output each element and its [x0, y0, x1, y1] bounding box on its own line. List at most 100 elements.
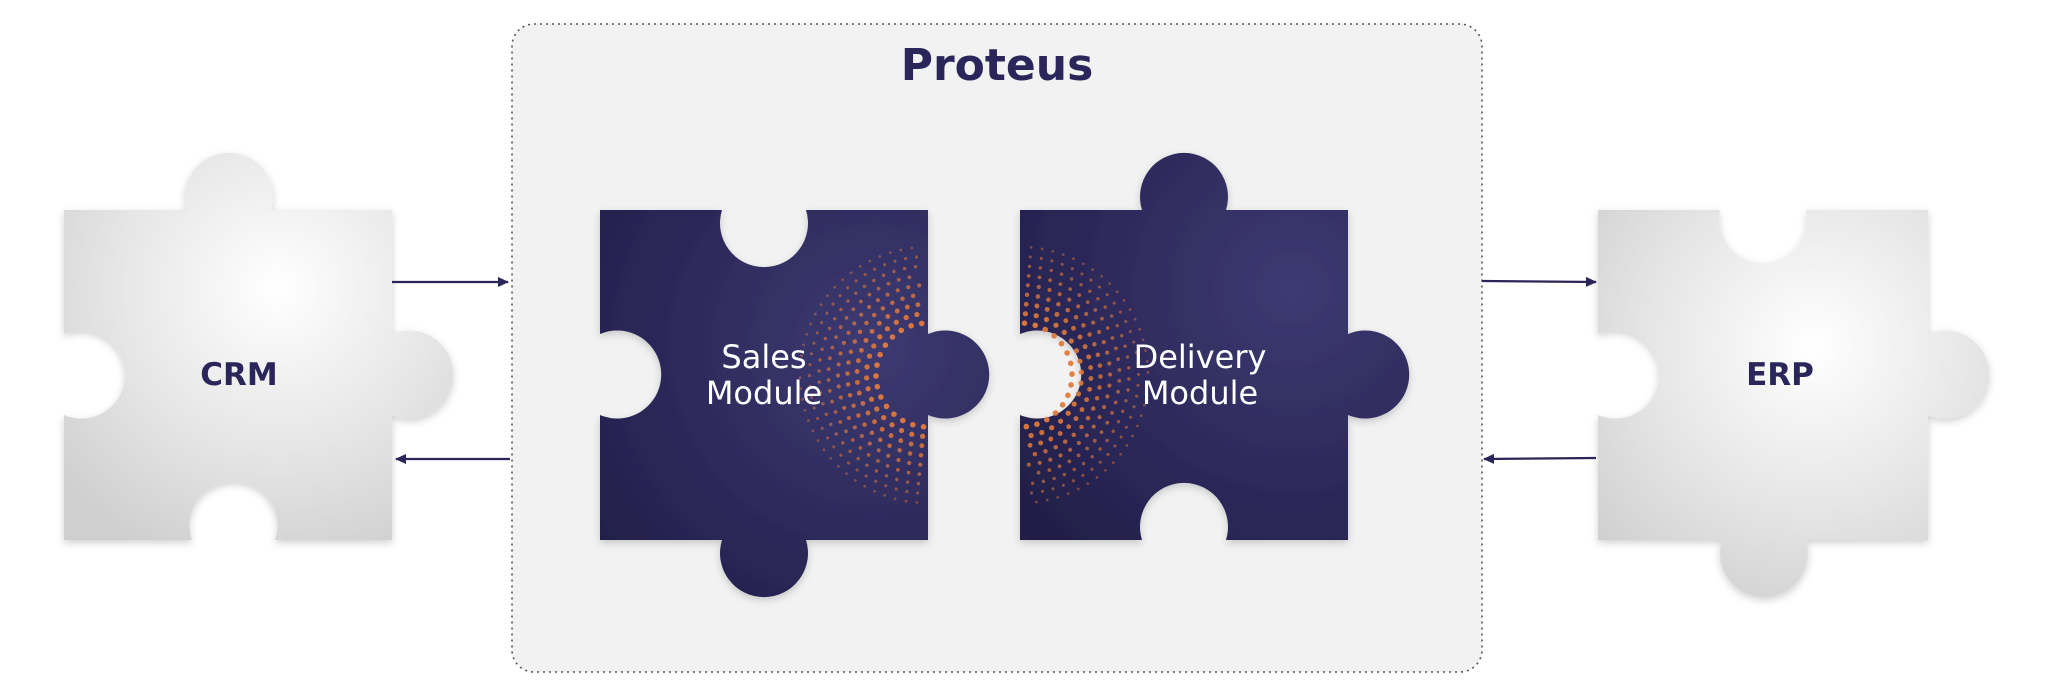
decorative-dot — [882, 342, 889, 349]
decorative-dot — [1056, 301, 1061, 307]
decorative-dot — [1136, 372, 1141, 376]
decorative-dot — [839, 453, 843, 457]
decorative-dot — [1092, 438, 1097, 443]
decorative-dot — [884, 474, 889, 478]
decorative-dot — [823, 336, 828, 341]
decorative-dot — [1065, 307, 1070, 313]
decorative-dot — [893, 497, 897, 501]
decorative-dot — [800, 354, 803, 357]
decorative-dot — [1110, 411, 1114, 415]
decorative-dot — [855, 358, 861, 364]
decorative-dot — [893, 259, 897, 263]
decorative-dot — [857, 329, 863, 335]
decorative-dot — [894, 487, 898, 491]
decorative-dot — [1024, 292, 1030, 298]
decorative-dot — [890, 300, 895, 306]
decorative-dot — [1036, 284, 1041, 290]
decorative-dot — [875, 298, 880, 303]
decorative-dot — [910, 421, 916, 428]
decorative-dot — [878, 255, 882, 258]
decorative-dot — [909, 431, 915, 437]
decorative-dot — [1081, 461, 1086, 466]
decorative-dot — [1033, 313, 1039, 319]
decorative-dot — [865, 386, 871, 392]
decorative-dot — [825, 311, 829, 315]
decorative-dot — [832, 316, 837, 321]
decorative-dot — [834, 335, 838, 339]
decorative-dot — [879, 426, 885, 432]
decorative-dot — [838, 420, 843, 424]
decorative-dot — [898, 427, 905, 434]
decorative-dot — [918, 462, 923, 467]
decorative-dot — [1040, 247, 1044, 251]
decorative-dot — [1026, 274, 1031, 278]
decorative-dot — [807, 419, 810, 422]
decorative-dot — [916, 491, 920, 495]
sales-module-label-line1: Sales — [721, 338, 806, 376]
decorative-dot — [1071, 432, 1077, 438]
decorative-dot — [1113, 400, 1118, 405]
decorative-dot — [1035, 294, 1041, 299]
decorative-dot — [822, 448, 826, 452]
decorative-dot — [1023, 423, 1030, 430]
decorative-dot — [1126, 388, 1130, 392]
delivery-module-label-line2: Module — [1142, 374, 1258, 412]
decorative-dot — [889, 334, 896, 340]
decorative-dot — [1118, 310, 1122, 314]
decorative-dot — [868, 396, 875, 402]
decorative-dot — [1115, 290, 1119, 294]
decorative-dot — [1030, 481, 1035, 486]
decorative-dot — [1101, 340, 1106, 345]
decorative-dot — [1105, 350, 1110, 355]
decorative-dot — [1082, 344, 1088, 350]
decorative-dot — [854, 279, 858, 283]
decorative-dot — [1072, 467, 1076, 472]
decorative-dot — [1080, 272, 1084, 276]
decorative-dot — [1100, 316, 1104, 321]
decorative-dot — [1085, 300, 1090, 304]
decorative-dot — [1125, 355, 1130, 359]
decorative-dot — [886, 453, 891, 458]
decorative-dot — [1067, 297, 1072, 302]
decorative-dot — [1052, 476, 1056, 481]
decorative-dot — [1059, 272, 1064, 276]
sales-module-piece — [600, 210, 990, 598]
decorative-dot — [1071, 401, 1077, 407]
decorative-dot — [897, 448, 902, 453]
decorative-dot — [844, 429, 848, 434]
decorative-dot — [898, 438, 904, 444]
decorative-dot — [1068, 447, 1073, 452]
decorative-dot — [854, 379, 860, 385]
decorative-dot — [864, 320, 869, 326]
decorative-dot — [1038, 440, 1044, 446]
decorative-dot — [1061, 329, 1067, 336]
decorative-dot — [886, 281, 891, 286]
decorative-dot — [811, 429, 815, 433]
delivery-dot-pattern — [1021, 246, 1150, 504]
decorative-dot — [847, 461, 851, 465]
decorative-dot — [846, 415, 851, 421]
decorative-dot — [846, 286, 850, 290]
decorative-dot — [1129, 415, 1133, 419]
decorative-dot — [820, 426, 824, 430]
decorative-dot — [1077, 293, 1082, 297]
decorative-dot — [1048, 436, 1054, 442]
decorative-dot — [919, 443, 925, 449]
decorative-dot — [1097, 329, 1102, 335]
decorative-dot — [1105, 420, 1110, 425]
decorative-dot — [1066, 424, 1072, 430]
decorative-dot — [845, 371, 850, 376]
decorative-dot — [1070, 267, 1074, 271]
decorative-dot — [1081, 323, 1086, 328]
decorative-dot — [872, 278, 876, 283]
decorative-dot — [1067, 459, 1072, 464]
decorative-dot — [847, 392, 853, 398]
decorative-dot — [828, 356, 832, 361]
decorative-dot — [1107, 372, 1113, 377]
decorative-dot — [873, 489, 876, 493]
decorative-dot — [869, 328, 875, 334]
decorative-dot — [817, 380, 821, 384]
decorative-dot — [1028, 432, 1034, 439]
decorative-dot — [892, 269, 896, 274]
decorative-dot — [831, 302, 835, 306]
